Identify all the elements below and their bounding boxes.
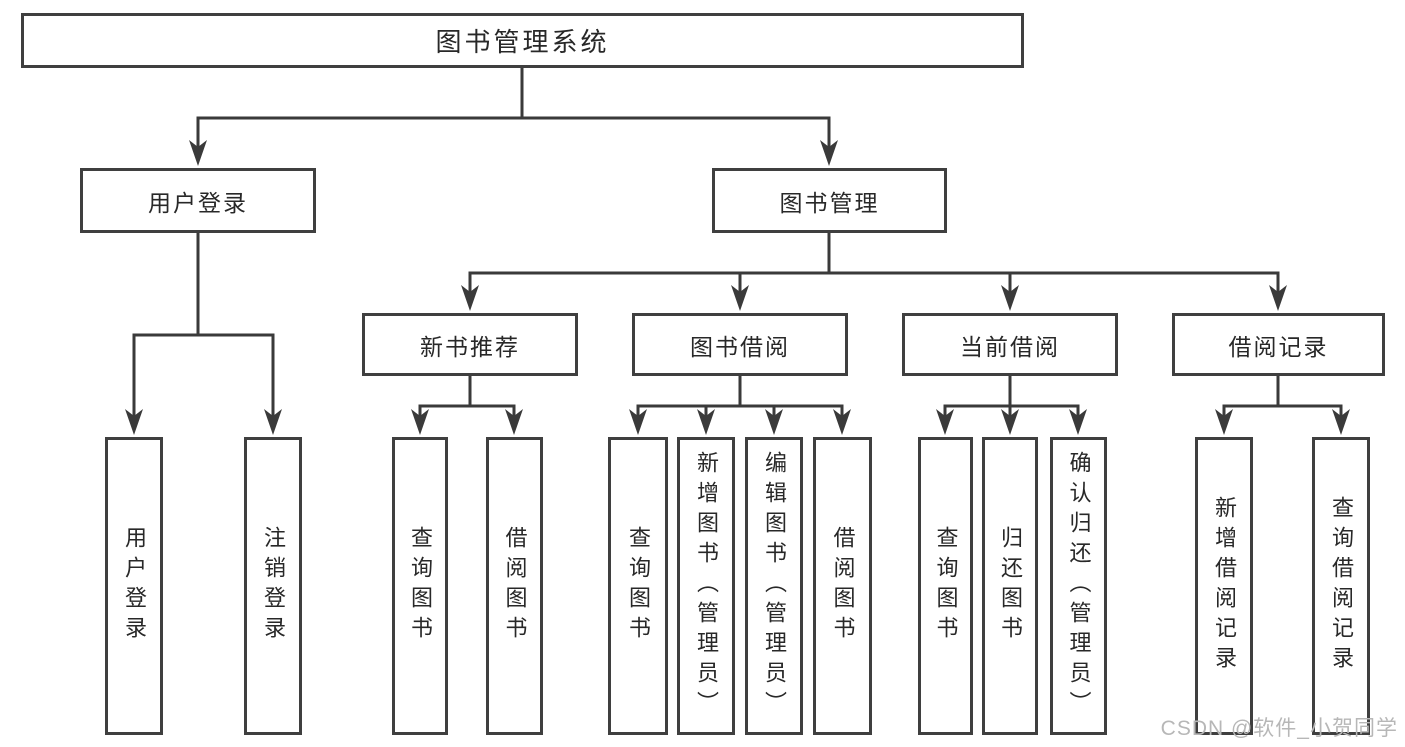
leaf-borrow-books-borrowing: 借阅图书 xyxy=(813,437,872,735)
leaf-confirm-return-admin-label: 确认归还（管理员） xyxy=(1066,451,1092,721)
node-borrowing-records: 借阅记录 xyxy=(1172,313,1385,376)
branch-user-login xyxy=(125,231,282,435)
leaf-query-books-borrowing-label: 查询图书 xyxy=(626,526,651,646)
leaf-add-borrow-record-label: 新增借阅记录 xyxy=(1212,496,1237,676)
branch-new-book-recommendation xyxy=(411,374,523,435)
leaf-query-books-current-label: 查询图书 xyxy=(933,526,959,646)
branch-borrowing-records xyxy=(1215,374,1350,435)
node-root: 图书管理系统 xyxy=(21,13,1024,68)
node-current-borrowing-label: 当前借阅 xyxy=(960,333,1060,360)
node-current-borrowing: 当前借阅 xyxy=(902,313,1118,376)
leaf-add-book-admin: 新增图书（管理员） xyxy=(677,437,735,735)
node-book-borrowing: 图书借阅 xyxy=(632,313,848,376)
leaf-query-books-recommend-label: 查询图书 xyxy=(408,526,433,646)
leaf-query-borrow-record-label: 查询借阅记录 xyxy=(1329,496,1354,676)
leaf-borrow-books-recommend-label: 借阅图书 xyxy=(502,526,528,646)
branch-current-borrowing xyxy=(936,374,1087,435)
leaf-borrow-books-recommend: 借阅图书 xyxy=(486,437,543,735)
leaf-confirm-return-admin: 确认归还（管理员） xyxy=(1050,437,1107,735)
leaf-edit-book-admin-label: 编辑图书（管理员） xyxy=(762,451,787,721)
leaf-return-book: 归还图书 xyxy=(982,437,1038,735)
leaf-edit-book-admin: 编辑图书（管理员） xyxy=(745,437,803,735)
leaf-logout-label: 注销登录 xyxy=(261,526,286,646)
leaf-logout: 注销登录 xyxy=(244,437,302,735)
leaf-user-login-label: 用户登录 xyxy=(122,526,147,646)
leaf-return-book-label: 归还图书 xyxy=(998,526,1023,646)
node-book-borrowing-label: 图书借阅 xyxy=(690,333,790,360)
node-borrowing-records-label: 借阅记录 xyxy=(1228,333,1329,360)
node-user-login-label: 用户登录 xyxy=(148,189,248,216)
node-root-label: 图书管理系统 xyxy=(435,27,610,57)
leaf-query-borrow-record: 查询借阅记录 xyxy=(1312,437,1370,735)
node-new-book-recommendation-label: 新书推荐 xyxy=(420,333,520,360)
watermark: CSDN @软件_小贺同学 xyxy=(1160,717,1398,740)
branch-book-borrowing xyxy=(629,374,851,435)
node-user-login: 用户登录 xyxy=(80,168,316,233)
leaf-user-login: 用户登录 xyxy=(105,437,163,735)
node-book-management: 图书管理 xyxy=(712,168,947,233)
leaf-add-borrow-record: 新增借阅记录 xyxy=(1195,437,1253,735)
branch-book-management xyxy=(461,231,1287,311)
leaf-borrow-books-borrowing-label: 借阅图书 xyxy=(830,526,856,646)
leaf-query-books-borrowing: 查询图书 xyxy=(608,437,668,735)
leaf-add-book-admin-label: 新增图书（管理员） xyxy=(694,451,719,721)
branch-root-to-level2 xyxy=(189,66,838,166)
node-new-book-recommendation: 新书推荐 xyxy=(362,313,578,376)
leaf-query-books-recommend: 查询图书 xyxy=(392,437,448,735)
leaf-query-books-current: 查询图书 xyxy=(918,437,973,735)
node-book-management-label: 图书管理 xyxy=(779,189,880,216)
